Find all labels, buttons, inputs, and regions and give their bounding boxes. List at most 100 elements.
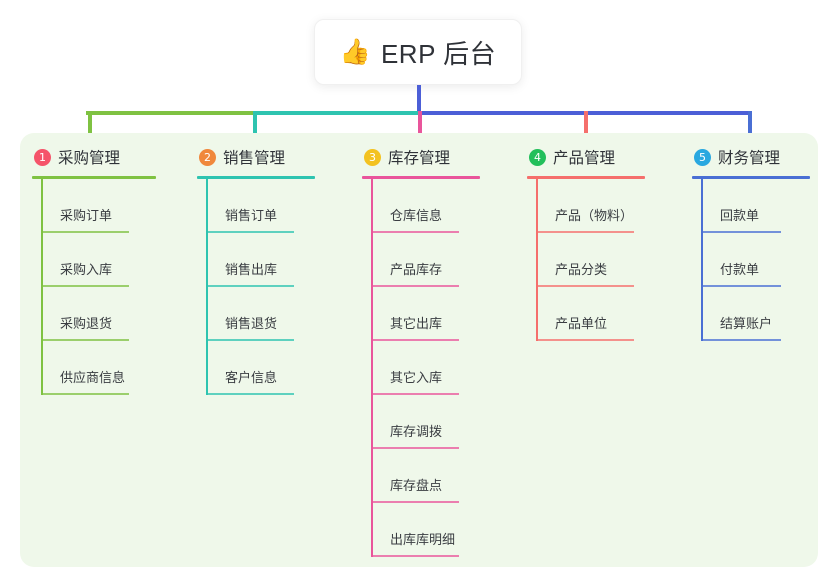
connector-drop-3 xyxy=(418,111,422,139)
branch-item-label: 采购退货 xyxy=(60,316,113,331)
branch-column-4: 4 产品管理产品（物料） 产品分类产品单位 xyxy=(527,141,645,341)
branch-underline xyxy=(32,176,156,179)
branch-item-label: 出库库明细 xyxy=(390,532,456,547)
branch-title: 销售管理 xyxy=(223,150,286,167)
branch-item[interactable]: 供应商信息 xyxy=(41,341,156,395)
root-node[interactable]: 👍 ERP 后台 xyxy=(314,19,522,85)
branch-item-list: 采购订单采购入库采购退货供应商信息 xyxy=(41,179,156,395)
branch-item-underline xyxy=(41,231,129,233)
branch-item[interactable]: 出库库明细 xyxy=(371,503,480,557)
branch-title: 财务管理 xyxy=(718,150,781,167)
branch-title: 库存管理 xyxy=(388,150,451,167)
branch-item-label: 产品单位 xyxy=(555,316,608,331)
branch-item-label: 供应商信息 xyxy=(60,370,126,385)
branch-item-underline xyxy=(701,285,781,287)
branch-trunk-line xyxy=(701,179,703,341)
root-title: ERP 后台 xyxy=(380,38,497,69)
branch-item[interactable]: 销售出库 xyxy=(206,233,315,287)
branch-item-underline xyxy=(206,339,294,341)
branch-item-underline xyxy=(701,339,781,341)
branch-item-underline xyxy=(536,339,634,341)
branch-item-label: 仓库信息 xyxy=(390,208,443,223)
branch-item[interactable]: 客户信息 xyxy=(206,341,315,395)
branch-item-underline xyxy=(41,393,129,395)
branch-trunk-line xyxy=(206,179,208,395)
branch-item[interactable]: 库存盘点 xyxy=(371,449,480,503)
branch-item-underline xyxy=(701,231,781,233)
branch-item-label: 产品库存 xyxy=(390,262,443,277)
branch-item-underline xyxy=(371,285,459,287)
branch-item-underline xyxy=(371,501,459,503)
branch-item-label: 销售退货 xyxy=(225,316,278,331)
branch-item[interactable]: 产品单位 xyxy=(536,287,645,341)
branch-item-list: 仓库信息产品库存其它出库其它入库库存调拨库存盘点出库库明细 xyxy=(371,179,480,557)
branch-item-label: 回款单 xyxy=(720,208,760,223)
branch-item-label: 销售订单 xyxy=(225,208,278,223)
branch-item-list: 回款单付款单结算账户 xyxy=(701,179,810,341)
branch-item-label: 其它出库 xyxy=(390,316,443,331)
branch-index-badge: 4 xyxy=(529,148,546,166)
branch-item-underline xyxy=(206,231,294,233)
branch-item-label: 库存盘点 xyxy=(390,478,443,493)
branch-item-label: 采购入库 xyxy=(60,262,113,277)
branch-column-5: 5 财务管理回款单付款单结算账户 xyxy=(692,141,810,341)
branch-item-underline xyxy=(206,393,294,395)
branch-item-list: 销售订单销售出库销售退货客户信息 xyxy=(206,179,315,395)
branch-item[interactable]: 产品库存 xyxy=(371,233,480,287)
branch-item[interactable]: 仓库信息 xyxy=(371,179,480,233)
branch-column-1: 1 采购管理采购订单采购入库采购退货供应商信息 xyxy=(32,141,156,395)
branch-title: 产品管理 xyxy=(553,150,616,167)
branch-item[interactable]: 销售订单 xyxy=(206,179,315,233)
branch-index-badge: 5 xyxy=(694,148,711,166)
branch-item[interactable]: 产品（物料） xyxy=(536,179,645,233)
branch-index-badge: 1 xyxy=(34,148,51,166)
branch-item-list: 产品（物料） 产品分类产品单位 xyxy=(536,179,645,341)
connector-drop-4 xyxy=(584,111,588,139)
branch-item-underline xyxy=(206,285,294,287)
branch-item-underline xyxy=(371,393,459,395)
branch-header-1[interactable]: 1 采购管理 xyxy=(32,141,156,173)
branch-item[interactable]: 库存调拨 xyxy=(371,395,480,449)
branch-item[interactable]: 采购入库 xyxy=(41,233,156,287)
branch-item[interactable]: 付款单 xyxy=(701,233,810,287)
root-stem xyxy=(417,85,421,114)
branch-item-underline xyxy=(371,231,459,233)
thumbs-up-icon: 👍 xyxy=(339,37,371,66)
branch-underline xyxy=(362,176,480,179)
branch-item-underline xyxy=(371,555,459,557)
branch-item-label: 客户信息 xyxy=(225,370,278,385)
branch-item[interactable]: 其它出库 xyxy=(371,287,480,341)
branch-item[interactable]: 回款单 xyxy=(701,179,810,233)
branch-item-underline xyxy=(41,285,129,287)
branch-item[interactable]: 采购订单 xyxy=(41,179,156,233)
branch-item-underline xyxy=(41,339,129,341)
branch-item[interactable]: 结算账户 xyxy=(701,287,810,341)
branch-trunk-line xyxy=(41,179,43,395)
branch-item-underline xyxy=(371,447,459,449)
branch-item-label: 结算账户 xyxy=(720,316,773,331)
branch-item-label: 销售出库 xyxy=(225,262,278,277)
branch-item[interactable]: 采购退货 xyxy=(41,287,156,341)
branch-item-label: 产品分类 xyxy=(555,262,608,277)
branch-header-4[interactable]: 4 产品管理 xyxy=(527,141,645,173)
connector-drop-1 xyxy=(88,111,92,139)
branch-item[interactable]: 其它入库 xyxy=(371,341,480,395)
branch-item-label: 其它入库 xyxy=(390,370,443,385)
branch-item-label: 库存调拨 xyxy=(390,424,443,439)
connector-segment-green xyxy=(86,111,255,115)
branch-item-label: 产品（物料） xyxy=(555,208,634,223)
branch-header-5[interactable]: 5 财务管理 xyxy=(692,141,810,173)
branch-item[interactable]: 销售退货 xyxy=(206,287,315,341)
branch-item-underline xyxy=(536,285,634,287)
branch-item[interactable]: 产品分类 xyxy=(536,233,645,287)
branch-underline xyxy=(692,176,810,179)
branch-title: 采购管理 xyxy=(58,150,121,167)
branch-item-label: 付款单 xyxy=(720,262,760,277)
branch-trunk-line xyxy=(536,179,538,341)
